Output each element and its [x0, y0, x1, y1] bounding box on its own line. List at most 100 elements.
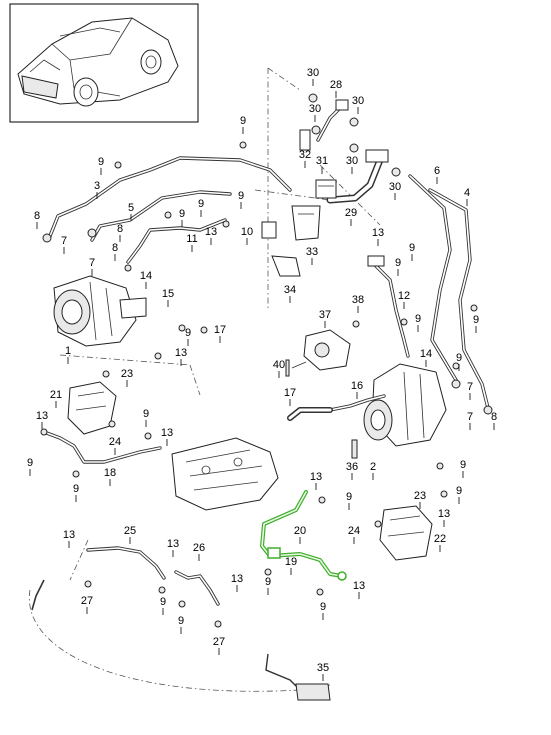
callout-13[interactable]: 13 [36, 410, 48, 422]
callout-9[interactable]: 9 [395, 257, 401, 269]
callout-27[interactable]: 27 [213, 636, 225, 648]
heat-shield-21[interactable] [67, 381, 117, 435]
oil-line-26[interactable] [174, 570, 220, 606]
callout-15[interactable]: 15 [162, 288, 174, 300]
turbocharger-2[interactable] [363, 363, 447, 447]
callout-13[interactable]: 13 [438, 508, 450, 520]
coolant-hose-28[interactable] [316, 99, 349, 142]
callout-9[interactable]: 9 [98, 156, 104, 168]
callout-20[interactable]: 20 [294, 525, 306, 537]
callout-13[interactable]: 13 [63, 529, 75, 541]
oil-line-19-highlighted[interactable] [260, 490, 347, 581]
callout-18[interactable]: 18 [104, 467, 116, 479]
callout-16[interactable]: 16 [351, 380, 363, 392]
callout-30[interactable]: 30 [307, 67, 319, 79]
oil-line-18[interactable] [42, 430, 162, 464]
callout-9[interactable]: 9 [415, 313, 421, 325]
car-thumbnail-icon[interactable] [9, 3, 199, 123]
callout-8[interactable]: 8 [112, 242, 118, 254]
callout-9[interactable]: 9 [346, 491, 352, 503]
clamp-31[interactable] [315, 179, 337, 199]
callout-9[interactable]: 9 [456, 485, 462, 497]
callout-14[interactable]: 14 [420, 348, 432, 360]
callout-1[interactable]: 1 [65, 345, 71, 357]
callout-30[interactable]: 30 [346, 155, 358, 167]
bracket-34[interactable] [271, 255, 301, 277]
callout-13[interactable]: 13 [205, 226, 217, 238]
callout-28[interactable]: 28 [330, 79, 342, 91]
callout-30[interactable]: 30 [309, 103, 321, 115]
callout-30[interactable]: 30 [352, 95, 364, 107]
callout-13[interactable]: 13 [231, 573, 243, 585]
oil-line-25[interactable] [86, 546, 166, 580]
callout-13[interactable]: 13 [175, 347, 187, 359]
callout-9[interactable]: 9 [320, 601, 326, 613]
callout-11[interactable]: 11 [186, 233, 197, 245]
callout-8[interactable]: 8 [34, 210, 40, 222]
callout-8[interactable]: 8 [491, 411, 497, 423]
callout-9[interactable]: 9 [460, 459, 466, 471]
callout-31[interactable]: 31 [316, 155, 328, 167]
callout-17[interactable]: 17 [214, 324, 226, 336]
callout-9[interactable]: 9 [178, 615, 184, 627]
callout-14[interactable]: 14 [140, 270, 152, 282]
callout-9[interactable]: 9 [265, 576, 271, 588]
callout-12[interactable]: 12 [398, 290, 410, 302]
bracket-33[interactable] [291, 205, 321, 241]
callout-9[interactable]: 9 [238, 190, 244, 202]
oil-line-4[interactable] [428, 188, 490, 410]
callout-5[interactable]: 5 [128, 202, 134, 214]
callout-9[interactable]: 9 [240, 115, 246, 127]
callout-9[interactable]: 9 [73, 483, 79, 495]
callout-33[interactable]: 33 [306, 246, 318, 258]
callout-13[interactable]: 13 [353, 580, 365, 592]
callout-6[interactable]: 6 [434, 165, 440, 177]
callout-22[interactable]: 22 [434, 533, 446, 545]
callout-9[interactable]: 9 [198, 198, 204, 210]
oil-line-11[interactable] [126, 218, 227, 264]
callout-24[interactable]: 24 [348, 525, 360, 537]
callout-10[interactable]: 10 [241, 226, 253, 238]
bracket-32[interactable] [299, 129, 311, 151]
callout-30[interactable]: 30 [389, 181, 401, 193]
callout-32[interactable]: 32 [299, 149, 311, 161]
callout-7[interactable]: 7 [61, 235, 67, 247]
callout-23[interactable]: 23 [414, 490, 426, 502]
oil-pan[interactable] [171, 437, 279, 511]
oil-line-5[interactable] [90, 190, 232, 242]
callout-23[interactable]: 23 [121, 368, 133, 380]
callout-25[interactable]: 25 [124, 525, 136, 537]
callout-13[interactable]: 13 [310, 471, 322, 483]
callout-24[interactable]: 24 [109, 436, 121, 448]
callout-37[interactable]: 37 [319, 309, 331, 321]
callout-9[interactable]: 9 [143, 408, 149, 420]
callout-34[interactable]: 34 [284, 284, 296, 296]
callout-2[interactable]: 2 [370, 461, 376, 473]
hose-17[interactable] [287, 407, 333, 421]
callout-9[interactable]: 9 [456, 352, 462, 364]
callout-13[interactable]: 13 [372, 227, 384, 239]
callout-9[interactable]: 9 [473, 314, 479, 326]
callout-13[interactable]: 13 [161, 427, 173, 439]
callout-27[interactable]: 27 [81, 595, 93, 607]
callout-40[interactable]: 40 [273, 359, 285, 371]
callout-13[interactable]: 13 [167, 538, 179, 550]
callout-9[interactable]: 9 [185, 327, 191, 339]
callout-9[interactable]: 9 [179, 208, 185, 220]
callout-7[interactable]: 7 [467, 411, 473, 423]
callout-38[interactable]: 38 [352, 294, 364, 306]
oil-line-6[interactable] [408, 174, 458, 382]
callout-21[interactable]: 21 [50, 389, 62, 401]
callout-7[interactable]: 7 [89, 257, 95, 269]
callout-7[interactable]: 7 [467, 381, 473, 393]
turbocharger-1[interactable] [53, 275, 147, 347]
sensor-cable-left[interactable] [31, 579, 45, 611]
callout-19[interactable]: 19 [285, 556, 297, 568]
oil-line-12[interactable] [367, 255, 410, 358]
callout-26[interactable]: 26 [193, 542, 205, 554]
callout-9[interactable]: 9 [160, 596, 166, 608]
callout-3[interactable]: 3 [94, 180, 100, 192]
heat-shield-22[interactable] [379, 505, 433, 561]
pump-37[interactable] [291, 329, 351, 371]
oil-line-3[interactable] [48, 156, 292, 238]
